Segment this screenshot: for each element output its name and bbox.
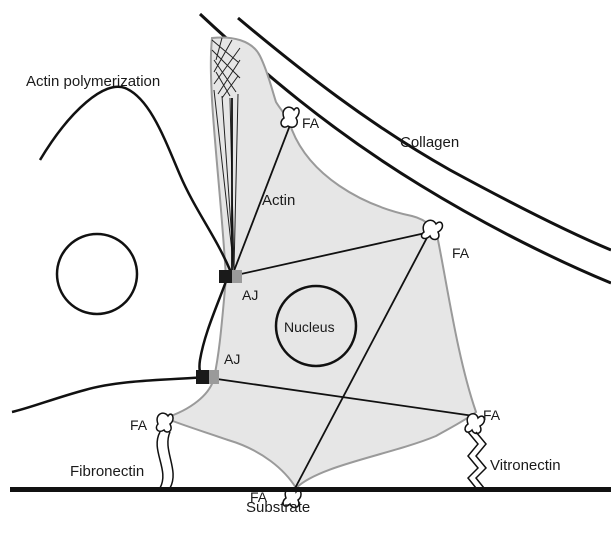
label-substrate: Substrate	[246, 499, 310, 516]
label-actin: Actin	[262, 192, 295, 209]
focal-adhesion-top	[281, 107, 299, 127]
label-fa-top: FA	[302, 115, 320, 131]
label-actin-polymerization: Actin polymerization	[26, 73, 160, 90]
cell-body	[165, 38, 476, 488]
neighbor-nucleus	[57, 234, 137, 314]
label-aj-upper: AJ	[242, 287, 258, 303]
substrate-line	[10, 487, 611, 492]
neighbor-cell-outline	[12, 87, 230, 412]
label-fa-left: FA	[130, 417, 148, 433]
label-nucleus: Nucleus	[284, 319, 335, 335]
label-aj-lower: AJ	[224, 351, 240, 367]
vitronectin-strand	[468, 432, 486, 488]
label-collagen: Collagen	[400, 134, 459, 151]
adherens-junction-upper	[219, 270, 242, 283]
label-vitronectin: Vitronectin	[490, 457, 561, 474]
label-fa-right-lower: FA	[483, 407, 501, 423]
focal-adhesion-right-lower	[465, 414, 484, 434]
label-fibronectin: Fibronectin	[70, 463, 144, 480]
fibronectin-strand	[157, 432, 173, 488]
focal-adhesion-left	[156, 413, 173, 432]
label-fa-right-upper: FA	[452, 245, 470, 261]
adherens-junction-lower	[196, 370, 219, 384]
focal-adhesion-right-upper	[422, 220, 443, 239]
